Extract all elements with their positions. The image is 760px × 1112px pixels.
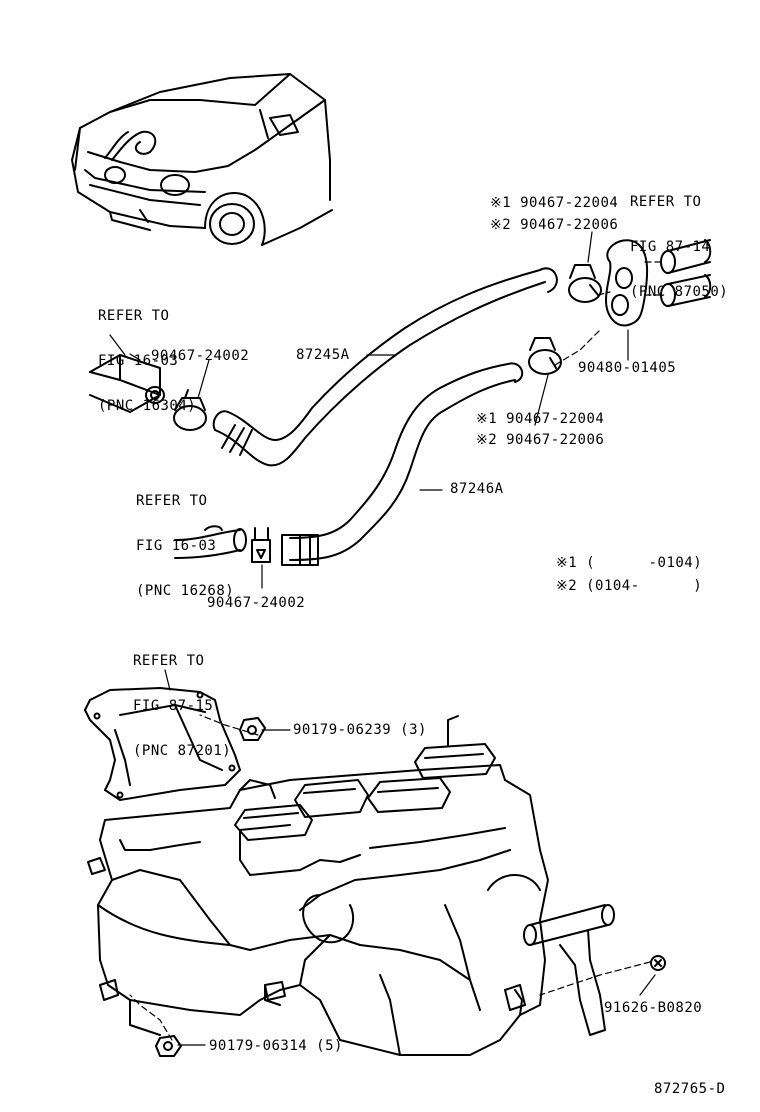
nut-06239: [239, 717, 266, 741]
ref-line: (PNC 16268): [136, 583, 235, 599]
hose-87245a: [212, 267, 558, 467]
label-hose-87246a: 87246A: [450, 481, 504, 497]
ref-line: FIG 16-03: [98, 353, 179, 369]
duct-87201: [84, 687, 241, 801]
label-nut-upper: 90179-06239 (3): [293, 722, 427, 738]
grommet-90480: [605, 239, 649, 327]
bolt-b0820: [650, 955, 666, 971]
label-clamp-mid-2: ※2 90467-22006: [476, 432, 605, 448]
ref-fig-16-03-b: REFER TO FIG 16-03 (PNC 16268): [136, 464, 234, 614]
ref-line: (PNC 87050): [630, 284, 729, 300]
pipe-87050: [660, 239, 712, 307]
ref-line: REFER TO: [630, 194, 702, 210]
clamp-22004-lower: [528, 337, 562, 375]
label-hose-87245a: 87245A: [296, 347, 350, 363]
nut-06314: [155, 1035, 182, 1057]
label-clamp-mid-1: ※1 90467-22004: [476, 411, 605, 427]
ref-line: (PNC 16304): [98, 398, 197, 414]
vehicle-locator-icon: [71, 73, 333, 246]
heater-unit: [97, 715, 549, 1056]
clamp-22004-upper: [568, 264, 602, 303]
label-bolt: 91626-B0820: [604, 1000, 703, 1016]
label-clamp-upper-1: ※1 90467-22004: [490, 195, 619, 211]
clip-24002-lower: [251, 527, 271, 563]
ref-line: REFER TO: [136, 493, 208, 509]
ref-line: REFER TO: [133, 653, 205, 669]
ref-fig-16-03-a: REFER TO FIG 16-03 (PNC 16304): [98, 279, 196, 429]
ref-fig-87-14: REFER TO FIG 87-14 (PNC 87050): [630, 165, 728, 315]
figure-code: 872765-D: [654, 1081, 726, 1097]
ref-fig-87-15: REFER TO FIG 87-15 (PNC 87201): [133, 624, 231, 774]
assembly-dashes: [129, 261, 661, 1041]
pipe-16304: [89, 354, 165, 413]
ref-line: FIG 87-15: [133, 698, 214, 714]
label-clip-lower: 90467-24002: [207, 595, 306, 611]
ref-line: FIG 16-03: [136, 538, 217, 554]
ref-line: REFER TO: [98, 308, 170, 324]
label-grommet: 90480-01405: [578, 360, 677, 376]
clamp-24002-upper: [173, 389, 207, 431]
label-clamp-upper-2: ※2 90467-22006: [490, 217, 619, 233]
hose-87246a: [281, 362, 524, 566]
ref-line: (PNC 87201): [133, 743, 232, 759]
label-clip-upper: 90467-24002: [151, 348, 250, 364]
leader-lines: [109, 231, 656, 1046]
note-1: ※1 ( -0104): [556, 555, 703, 571]
pipe-bracket: [523, 904, 615, 1036]
ref-line: FIG 87-14: [630, 239, 711, 255]
note-2: ※2 (0104- ): [556, 578, 703, 594]
pipe-16268: [174, 525, 247, 559]
mounting-tabs: [87, 857, 526, 1011]
label-nut-lower: 90179-06314 (5): [209, 1038, 343, 1054]
